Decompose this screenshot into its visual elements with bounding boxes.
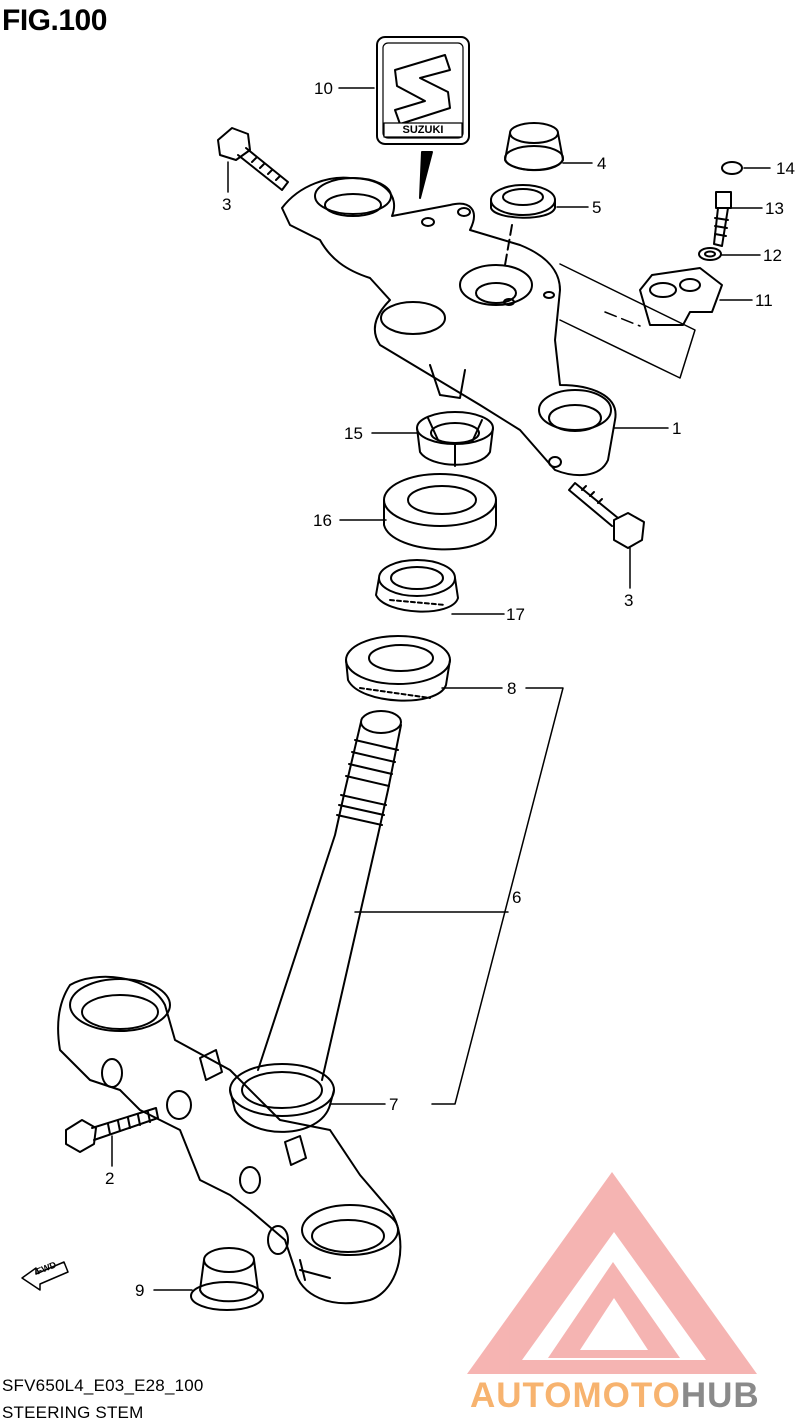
fwd-arrow-icon [21,1261,69,1291]
watermark-logo [467,1172,757,1374]
callout-1: 1 [672,419,682,438]
callout-14: 14 [776,159,795,178]
watermark-text: AUTOMOTOHUB [470,1376,760,1416]
callout-5: 5 [592,198,602,217]
washer-12 [698,247,722,261]
upper-bracket [281,176,617,477]
callout-11: 10 [314,79,333,98]
steering-nut [416,411,494,467]
emblem-pointer-arrow [419,151,433,199]
callout-12: 12 [763,246,782,265]
bolt-lower-left [65,1107,159,1153]
bolt-right [568,482,645,549]
callout-4: 4 [597,154,607,173]
holder-guide-line [559,263,696,379]
stem-seal [229,1063,335,1133]
model-code: SFV650L4_E03_E28_100 [2,1376,204,1395]
leader-lines [111,87,771,1291]
callout-3-upper: 3 [222,195,232,214]
callout-10: 11 [755,291,773,310]
washer-5 [490,184,556,219]
callout-15: 15 [344,424,363,443]
lower-bracket [57,975,402,1305]
callout-13: 13 [765,199,784,218]
lower-cap [190,1247,264,1311]
callout-8: 8 [507,679,517,698]
plug-14 [721,161,743,175]
callout-2: 2 [105,1169,115,1188]
steering-stem [257,710,402,1081]
bolt-13 [713,191,732,247]
callout-6: 6 [512,888,522,907]
lower-bearing [345,635,451,702]
callout-7: 7 [389,1095,399,1114]
upper-bearing [375,559,459,613]
cap [504,122,564,172]
callout-3-right: 3 [624,591,634,610]
axis-dashed-line [504,224,513,266]
suzuki-badge-text: SUZUKI [402,124,444,136]
callout-9: 9 [135,1281,145,1300]
bolt-upper-left [217,127,289,191]
suzuki-emblem [376,36,470,145]
callout-16: 16 [313,511,332,530]
dust-seal [383,473,497,551]
watermark-text-part-b: HUB [680,1376,760,1415]
watermark-text-part-a: AUTOMOTO [470,1376,681,1415]
section-name: STEERING STEM [2,1403,144,1422]
figure-title: FIG.100 [2,4,107,37]
handlebar-holder [639,267,723,326]
callout-17: 17 [506,605,525,624]
